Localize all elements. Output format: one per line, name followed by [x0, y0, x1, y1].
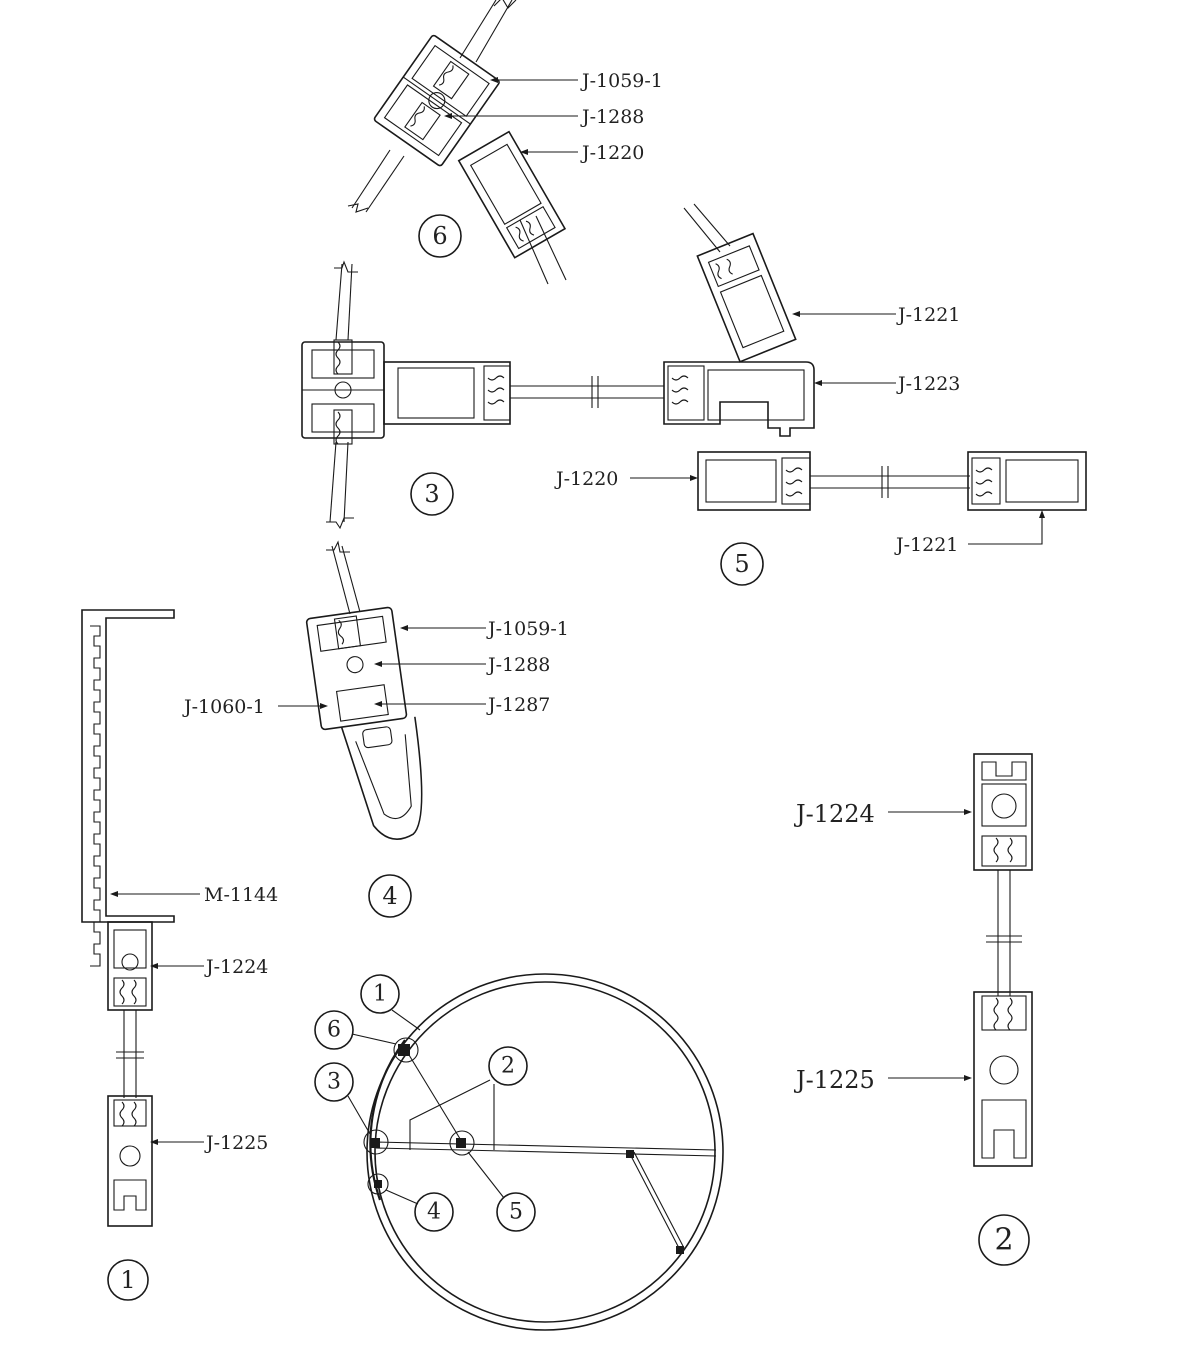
label-6-1: J-1059-1: [580, 70, 663, 92]
detail-corner-j1223: J-1221 J-1223: [663, 203, 960, 437]
plan-callout-1: 1: [373, 982, 387, 1007]
detail-6: J-1059-1 J-1288 J-1220 6: [347, 0, 663, 285]
detail-number-5: 5: [734, 550, 749, 578]
label-5-right: J-1221: [894, 534, 958, 556]
plan-view: 1 6 3 2 4 5: [314, 973, 724, 1331]
detail-number-6: 6: [432, 222, 447, 250]
label-2-j1225: J-1225: [793, 1066, 875, 1094]
detail-2: J-1224 J-1225 2: [793, 753, 1033, 1266]
label-1-j1224: J-1224: [204, 956, 268, 978]
detail-number-1: 1: [120, 1266, 135, 1294]
label-j1221-top: J-1221: [896, 304, 960, 326]
label-5-left: J-1220: [554, 468, 618, 490]
label-4-3: J-1287: [486, 694, 550, 716]
label-4-1: J-1059-1: [486, 618, 569, 640]
plan-callout-6: 6: [327, 1018, 341, 1043]
detail-1: M-1144 J-1224 J-1225 1: [81, 609, 278, 1301]
detail-5: J-1220 J-1221 5: [554, 451, 1087, 586]
label-4-left: J-1060-1: [182, 696, 265, 718]
detail-3: 3: [301, 260, 664, 530]
plan-callout-4: 4: [427, 1200, 441, 1225]
label-6-2: J-1288: [580, 106, 644, 128]
detail-number-4: 4: [382, 882, 397, 910]
plan-callout-3: 3: [327, 1070, 341, 1095]
label-j1223: J-1223: [896, 373, 960, 395]
plan-callout-2: 2: [501, 1054, 515, 1079]
label-4-2: J-1288: [486, 654, 550, 676]
detail-number-2: 2: [994, 1223, 1013, 1258]
label-1-m1144: M-1144: [204, 884, 278, 906]
label-6-3: J-1220: [580, 142, 644, 164]
plan-callout-5: 5: [509, 1200, 523, 1225]
label-1-j1225: J-1225: [204, 1132, 268, 1154]
detail-number-3: 3: [424, 480, 439, 508]
detail-4: J-1059-1 J-1288 J-1287 J-1060-1 4: [182, 540, 569, 918]
label-2-j1224: J-1224: [793, 800, 875, 828]
